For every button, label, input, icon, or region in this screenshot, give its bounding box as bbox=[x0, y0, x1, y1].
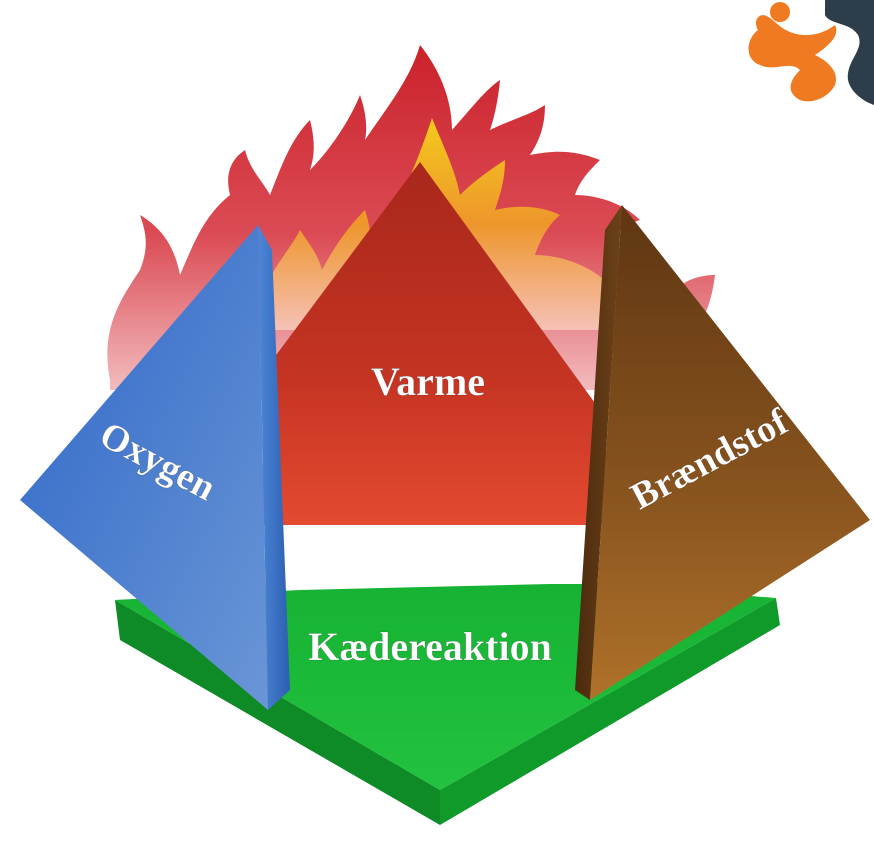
logo-orange-mark bbox=[748, 15, 837, 102]
heat-label: Varme bbox=[371, 359, 485, 404]
fuel-front bbox=[590, 205, 870, 700]
logo-dark-mark bbox=[825, 0, 874, 105]
fuel-edge bbox=[575, 205, 622, 700]
base-left-side bbox=[115, 600, 440, 825]
oxygen-face: Oxygen bbox=[20, 225, 290, 710]
logo bbox=[748, 0, 874, 105]
base-right-side bbox=[440, 598, 780, 825]
fuel-face: Brændstof bbox=[575, 205, 870, 700]
heat-face: Varme bbox=[262, 162, 618, 525]
logo-orange-dot bbox=[770, 2, 790, 22]
white-band bbox=[255, 524, 600, 584]
chain-label: Kædereaktion bbox=[308, 624, 552, 669]
oxygen-front bbox=[20, 225, 268, 710]
oxygen-edge bbox=[258, 225, 290, 710]
